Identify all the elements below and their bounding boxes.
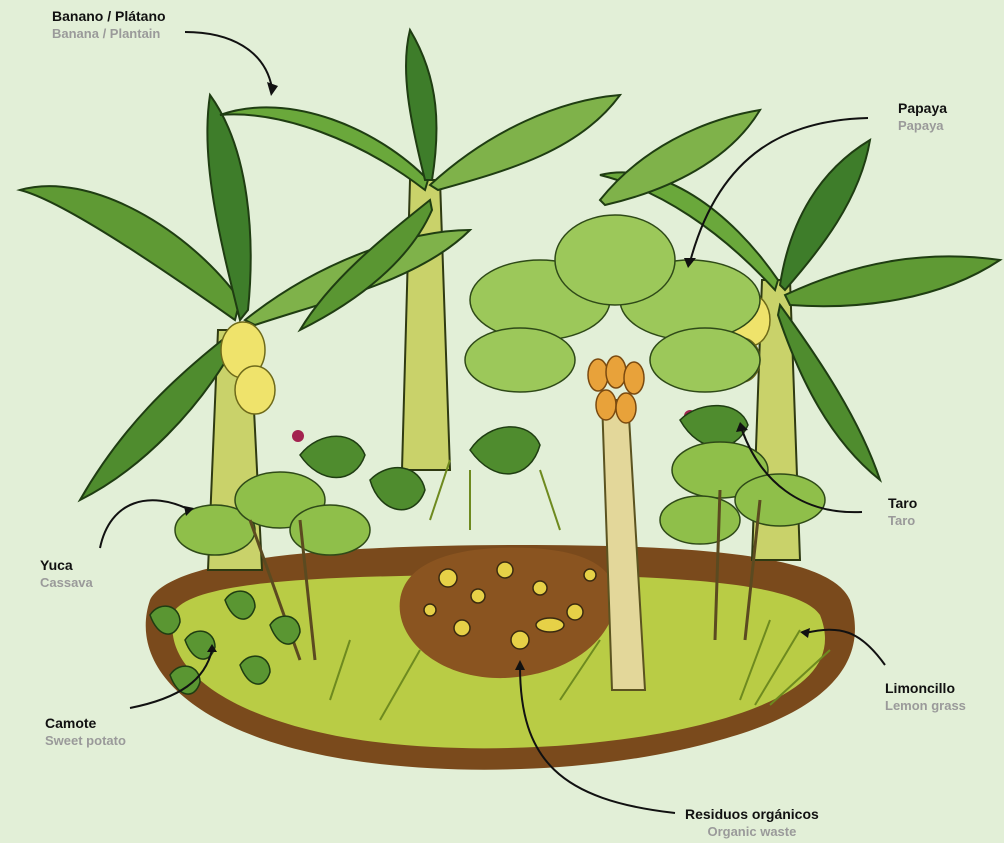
banana-label-spanish: Banano / Plátano bbox=[52, 8, 166, 26]
organic-waste-label-spanish: Residuos orgánicos bbox=[685, 806, 819, 824]
banana-label: Banano / Plátano Banana / Plantain bbox=[52, 8, 166, 42]
papaya-label-english: Papaya bbox=[898, 118, 947, 134]
taro-label: Taro Taro bbox=[888, 495, 917, 529]
sweet-potato-label-spanish: Camote bbox=[45, 715, 126, 733]
taro-label-spanish: Taro bbox=[888, 495, 917, 513]
cassava-label-english: Cassava bbox=[40, 575, 93, 591]
lemongrass-label: Limoncillo Lemon grass bbox=[885, 680, 966, 714]
organic-waste-label-english: Organic waste bbox=[685, 824, 819, 840]
sweet-potato-label-english: Sweet potato bbox=[45, 733, 126, 749]
banana-label-english: Banana / Plantain bbox=[52, 26, 166, 42]
lemongrass-label-spanish: Limoncillo bbox=[885, 680, 966, 698]
papaya-label: Papaya Papaya bbox=[898, 100, 947, 134]
lemongrass-label-english: Lemon grass bbox=[885, 698, 966, 714]
organic-waste-label: Residuos orgánicos Organic waste bbox=[685, 806, 819, 840]
taro-label-english: Taro bbox=[888, 513, 917, 529]
papaya-fruits bbox=[588, 356, 644, 423]
papaya-label-spanish: Papaya bbox=[898, 100, 947, 118]
cassava-label: Yuca Cassava bbox=[40, 557, 93, 591]
cassava-label-spanish: Yuca bbox=[40, 557, 93, 575]
sweet-potato-label: Camote Sweet potato bbox=[45, 715, 126, 749]
